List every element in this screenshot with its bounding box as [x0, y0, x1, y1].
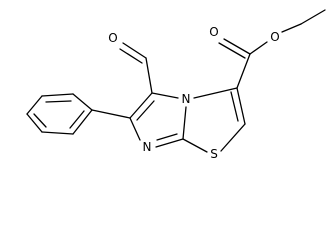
bond-ph-inner-b — [33, 113, 47, 128]
bond-cho-o — [122, 42, 147, 59]
bond-oester-ccarbonyl — [249, 41, 268, 55]
bond-ph4-ph5 — [26, 113, 43, 133]
bond-cho-o-2 — [119, 48, 143, 64]
bond-c6-c5 — [129, 92, 153, 119]
atom-labels: O N N S O O — [108, 25, 279, 161]
bond-ph5-ph6 — [41, 131, 74, 135]
bond-ph6-ph1 — [72, 109, 93, 135]
bond-c6-c5-inner — [136, 100, 155, 121]
bond-ph-inner-a — [45, 100, 72, 103]
bond-n4-c7a — [182, 106, 187, 140]
bond-ccarbonyl-ocarbonyl — [223, 38, 251, 55]
aldehyde-oxygen-label: O — [108, 31, 117, 45]
bond-c5-n4 — [151, 92, 179, 99]
bond-c7a-n7-inner — [156, 133, 178, 141]
ester-oxygen-label: O — [270, 30, 279, 44]
bonds — [26, 9, 326, 153]
bond-n7-c6 — [129, 117, 141, 141]
bond-ccarbonyl-c3 — [236, 53, 251, 89]
bond-c3-n4 — [193, 87, 238, 99]
bond-ch3-ch2 — [300, 9, 326, 25]
bond-c5-cho — [145, 57, 153, 94]
bond-c2-s — [220, 123, 246, 152]
bond-c3-c2 — [236, 87, 246, 125]
bond-ch2-oester — [281, 23, 302, 33]
bond-c6-phenyl — [91, 109, 131, 119]
bond-ph3-ph4 — [26, 95, 43, 115]
sulfur-label: S — [210, 147, 218, 161]
bond-ccarbonyl-ocarbonyl-2 — [218, 42, 246, 59]
bond-c7a-n7 — [155, 138, 184, 148]
molecule-structure: O N N S O O — [26, 9, 326, 161]
ring-nitrogen-label: N — [143, 140, 152, 154]
bond-ph1-ph2 — [72, 93, 93, 111]
bond-ph-inner-c — [69, 110, 85, 129]
carbonyl-oxygen-label: O — [209, 25, 218, 39]
bond-c3-c2-inner — [230, 91, 239, 122]
bond-ph2-ph3 — [41, 93, 74, 97]
bond-s-c7a — [182, 138, 208, 153]
bridgehead-nitrogen-label: N — [182, 92, 191, 106]
